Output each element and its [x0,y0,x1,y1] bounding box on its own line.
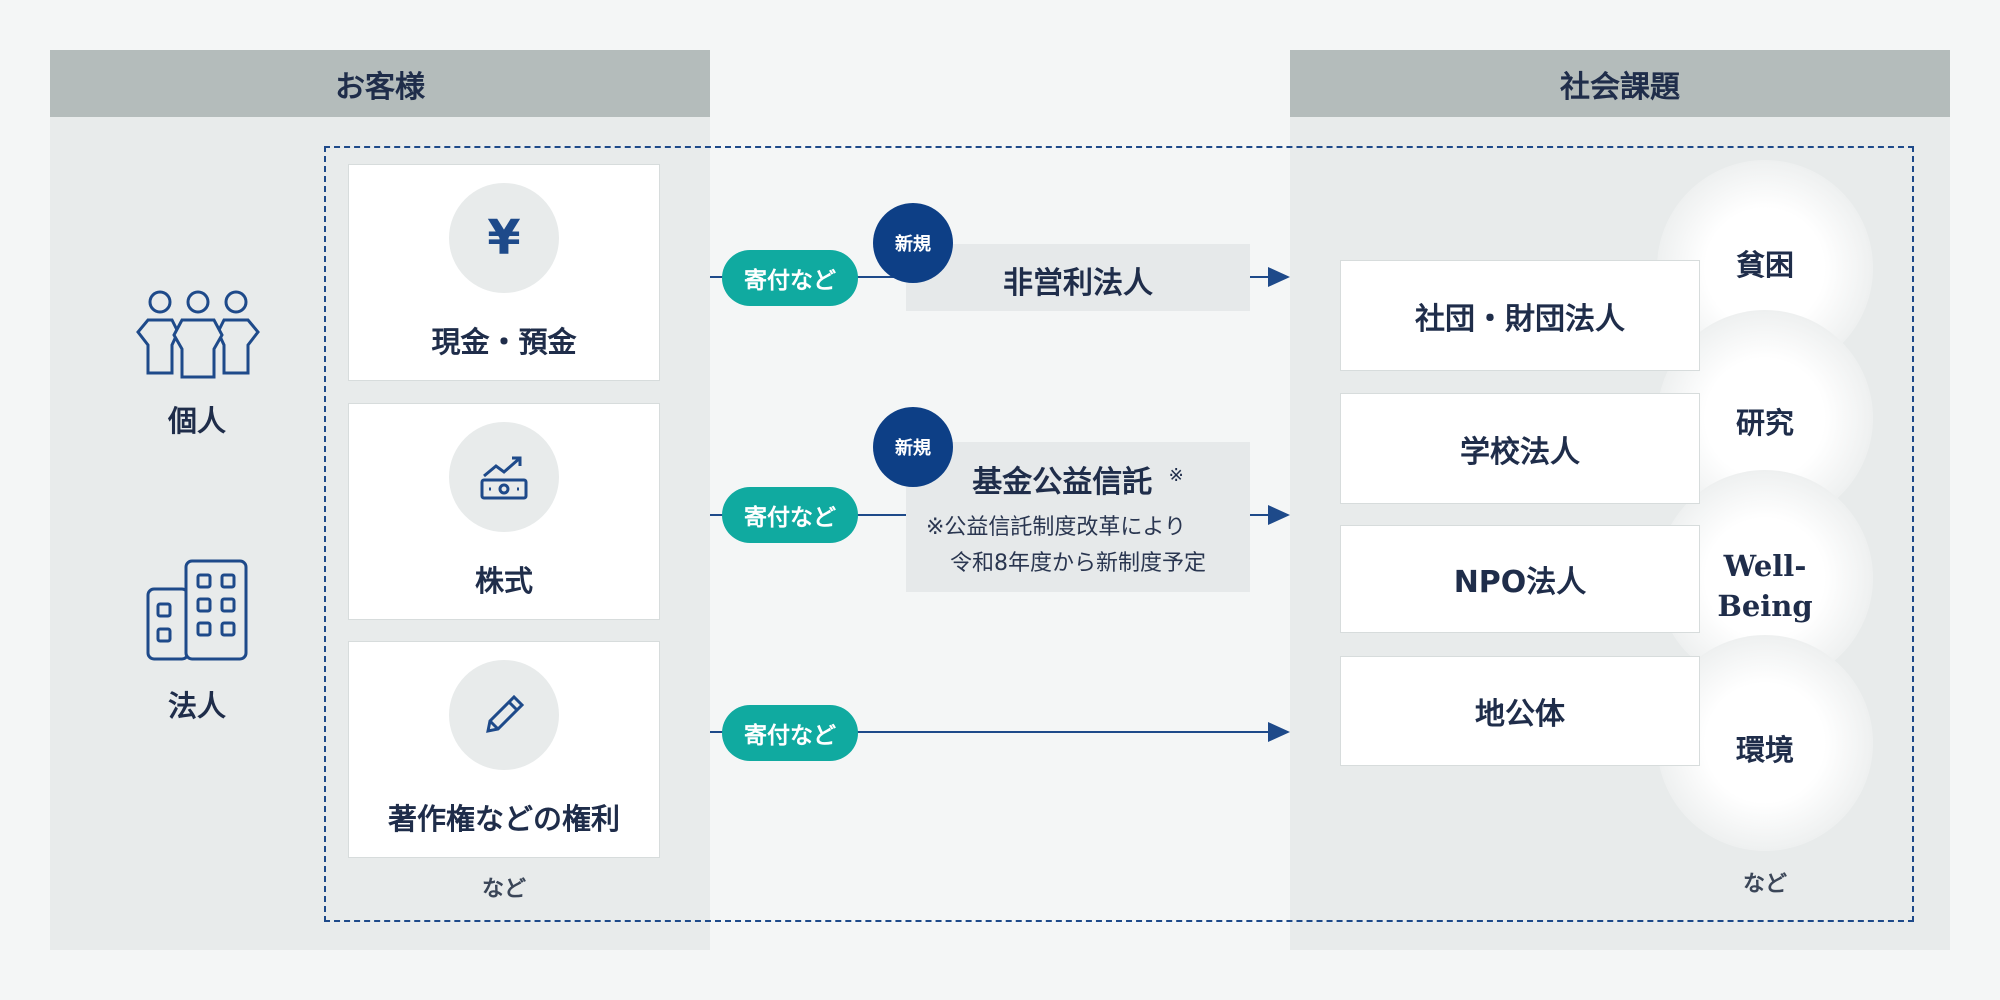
donation-pill-2: 寄付など [722,487,858,543]
asset-card-stock: 株式 [348,403,660,620]
asset-copyright-label: 著作権などの権利 [387,802,620,836]
public-trust-note-line2: 令和8年度から新制度予定 [950,551,1206,576]
note-mark: ※ [1168,465,1184,486]
asset-cash-label: 現金・預金 [431,325,577,359]
issue-environment: 環境 [1735,733,1794,767]
issues-etc-label: など [1742,872,1787,897]
stock-growth-icon [449,422,559,532]
public-trust-title: 基金公益信託 ※ [972,465,1184,500]
scheme-frame [324,146,1914,922]
recipient-foundation: 社団・財団法人 [1340,260,1700,371]
donation-pill-1: 寄付など [722,250,858,306]
customers-header: お客様 [50,50,710,117]
issue-wellbeing: Well- Being [1717,549,1813,623]
new-badge-1: 新規 [873,203,953,283]
asset-stock-label: 株式 [474,564,533,598]
social-header: 社会課題 [1290,50,1950,117]
corporate-label: 法人 [167,689,226,723]
recipient-school: 学校法人 [1340,393,1700,504]
corporation-icon [144,559,250,663]
yen-icon: ¥ [449,183,559,293]
asset-card-copyright: 著作権などの権利 [348,641,660,858]
nonprofit-label: 非営利法人 [1003,266,1153,301]
donation-pill-3: 寄付など [722,705,858,761]
issues-cloud [1657,160,1873,851]
individual-label: 個人 [167,404,226,438]
individuals-icon [134,285,262,380]
issue-research: 研究 [1735,406,1794,440]
recipient-municipality: 地公体 [1340,656,1700,766]
assets-etc-label: など [481,877,526,902]
nonprofit-box [906,244,1250,311]
public-trust-box [906,442,1250,592]
asset-card-cash: ¥ 現金・預金 [348,164,660,381]
recipient-npo: NPO法人 [1340,525,1700,633]
public-trust-note-line1: ※公益信託制度改革により [926,515,1186,540]
issue-poverty: 貧困 [1735,248,1794,282]
pencil-icon [449,660,559,770]
new-badge-2: 新規 [873,407,953,487]
